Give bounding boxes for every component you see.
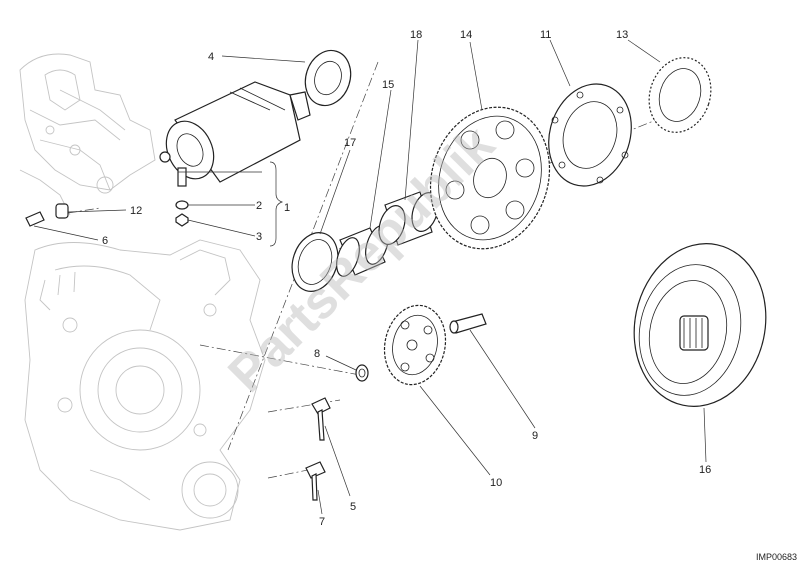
part-washer [355, 364, 369, 382]
callout-10: 10 [490, 477, 502, 489]
axis-line-pin [199, 344, 361, 376]
callout-2: 2 [256, 200, 262, 212]
part-shim-ring [291, 232, 339, 292]
part-flywheel-rotor [633, 243, 767, 407]
part-intermediate-gear [383, 304, 447, 386]
part-freewheel-housing [548, 83, 632, 187]
callout-12: 12 [130, 205, 142, 217]
callout-8: 8 [314, 348, 320, 360]
leader-lines [33, 39, 707, 515]
callout-5: 5 [350, 501, 356, 513]
callout-13: 13 [616, 29, 628, 41]
part-bush [336, 225, 389, 277]
callout-16: 16 [699, 464, 711, 476]
group-bracket [269, 161, 284, 247]
image-code: IMP00683 [756, 552, 797, 562]
engine-outline-top [19, 53, 156, 216]
part-pin [449, 313, 487, 334]
axis-line-small [67, 207, 101, 214]
callout-18: 18 [410, 29, 422, 41]
part-nut [175, 200, 189, 227]
callout-1: 1 [284, 202, 290, 214]
part-starter-gear [429, 106, 551, 250]
part-screws [305, 397, 331, 501]
part-sprag-clutch [648, 57, 712, 133]
callout-7: 7 [319, 516, 325, 528]
part-gasket [304, 49, 352, 107]
callout-17: 17 [344, 137, 356, 149]
callout-4: 4 [208, 51, 214, 63]
callout-14: 14 [460, 29, 472, 41]
callout-6: 6 [102, 235, 108, 247]
callout-9: 9 [532, 430, 538, 442]
crankcase-outline [24, 239, 266, 531]
part-spacer-and-screw [25, 203, 69, 227]
callout-15: 15 [382, 79, 394, 91]
part-sleeve [378, 191, 439, 246]
callout-3: 3 [256, 231, 262, 243]
axis-line-bolts [267, 399, 341, 413]
part-starter-motor [159, 81, 311, 187]
callout-11: 11 [540, 29, 551, 41]
